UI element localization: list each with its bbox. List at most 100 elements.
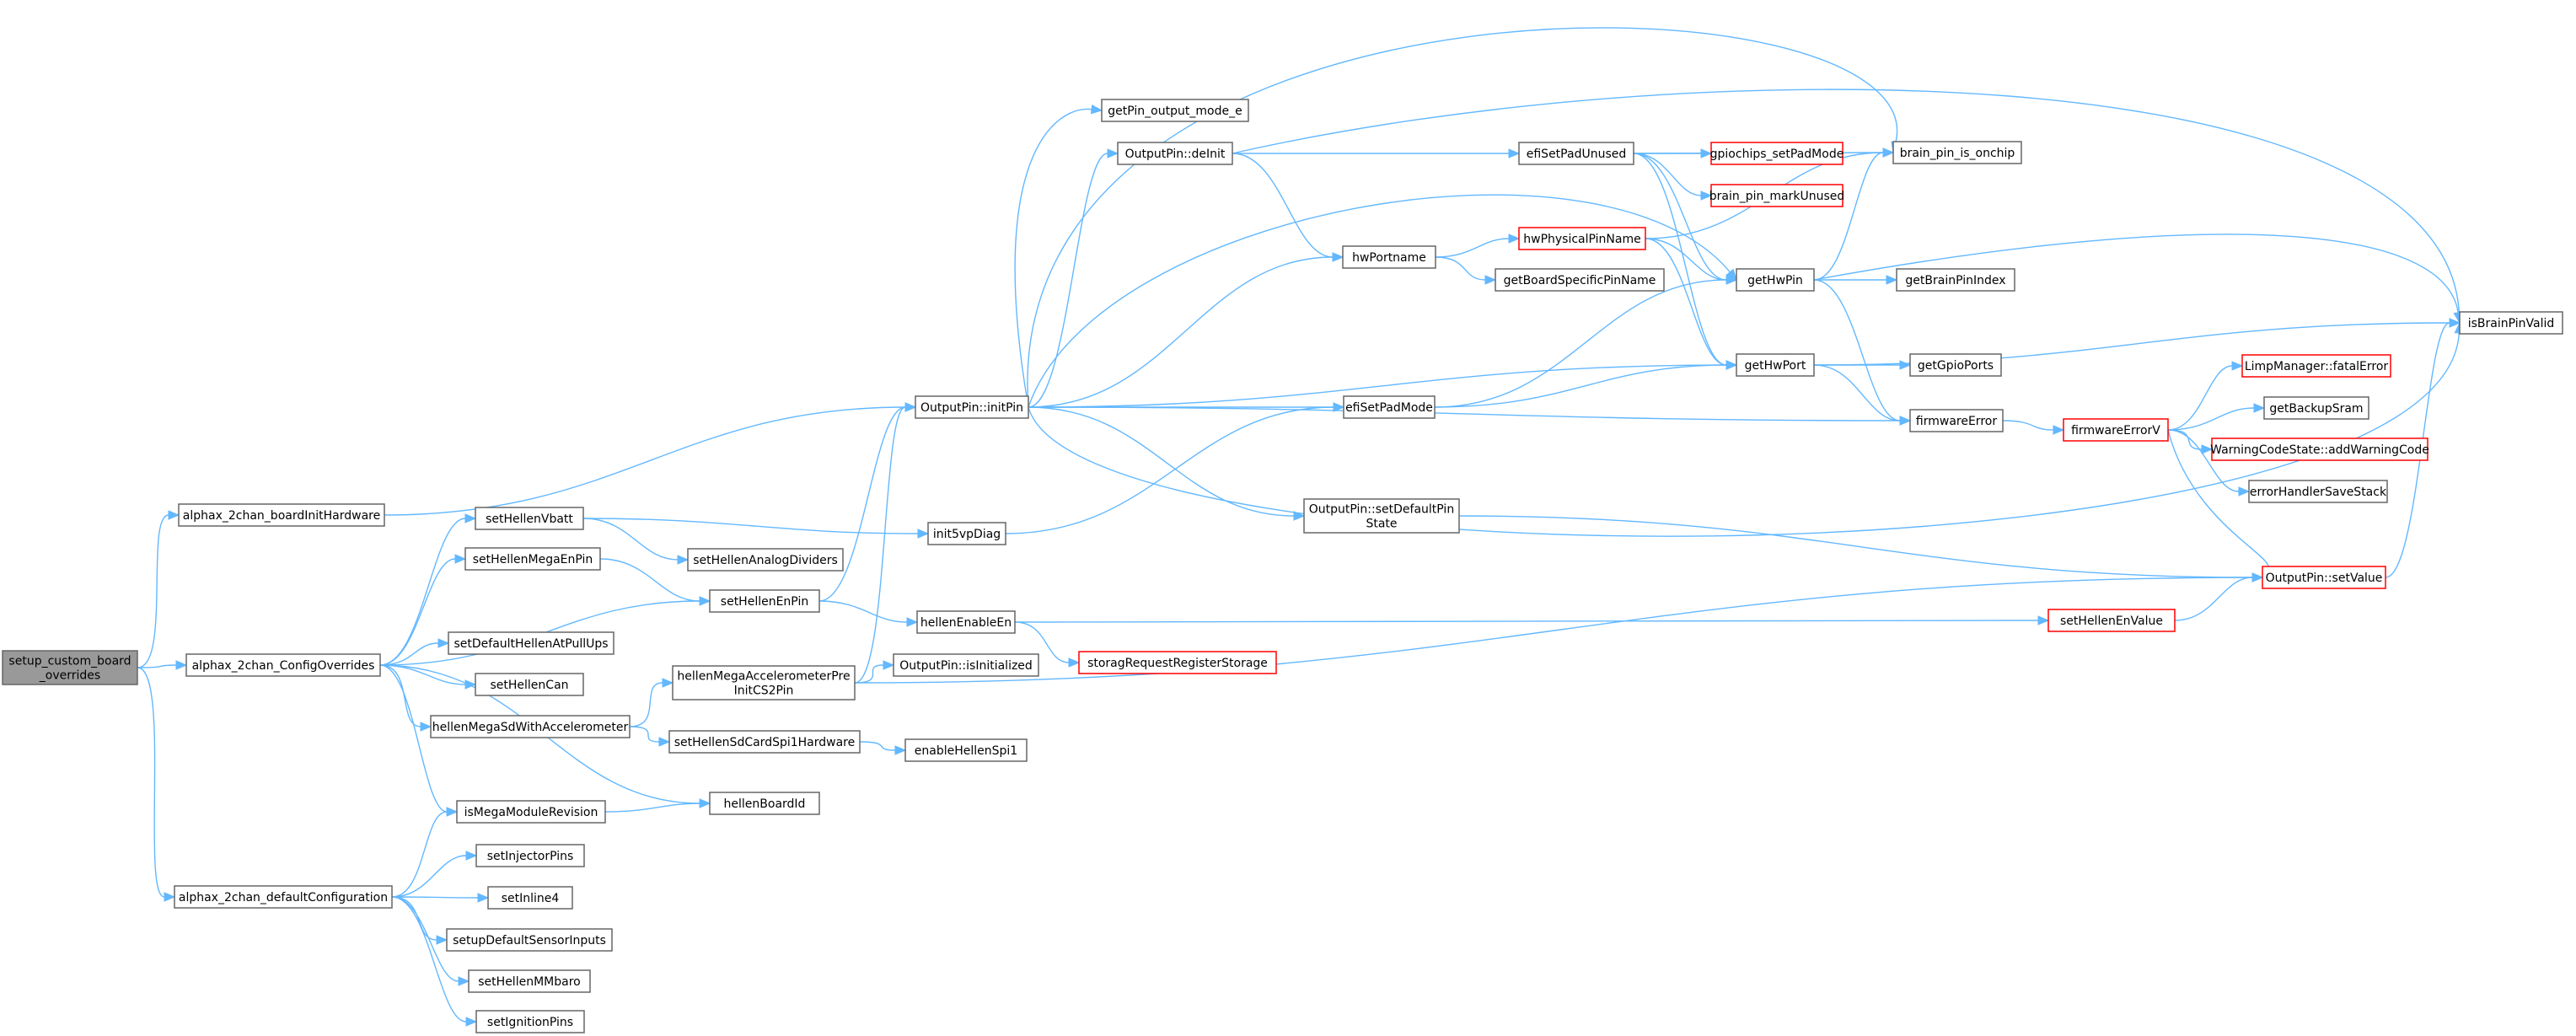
edge-initPin-to-firmwareError <box>1028 406 1912 426</box>
node-setInjectorPins[interactable]: setInjectorPins <box>475 844 585 867</box>
edge-line <box>859 741 896 751</box>
edge-line <box>1813 279 1901 421</box>
edge-firmwareErrorV-to-fatalError <box>2167 361 2244 431</box>
edge-setHellenVbatt-to-init5vpDiag <box>582 518 930 539</box>
node-firmwareErrorV[interactable]: firmwareErrorV <box>2063 418 2169 442</box>
node-enableHellenSpi1[interactable]: enableHellenSpi1 <box>904 738 1028 762</box>
node-firmwareError[interactable]: firmwareError <box>1909 409 2004 432</box>
node-setIgnitionPins[interactable]: setIgnitionPins <box>475 1010 585 1033</box>
node-efiSetPadUnused[interactable]: efiSetPadUnused <box>1518 142 1634 165</box>
edge-configOverrides-to-setHellenCan <box>379 664 477 690</box>
node-getPinOutputMode[interactable]: getPin_output_mode_e <box>1101 99 1249 122</box>
edge-line <box>2167 429 2269 570</box>
node-box <box>1896 268 2015 292</box>
edge-line <box>2167 429 2203 450</box>
node-hwPortname[interactable]: hwPortname <box>1342 245 1436 269</box>
node-setupDefaultSensorInputs[interactable]: setupDefaultSensorInputs <box>446 928 613 952</box>
node-setHellenSdCardSpi1[interactable]: setHellenSdCardSpi1Hardware <box>668 730 861 754</box>
node-setValue[interactable]: OutputPin::setValue <box>2262 566 2386 589</box>
edge-line <box>1028 256 1334 408</box>
edge-setHellenEnPin-to-hellenEnableEn <box>818 600 919 627</box>
node-setHellenCan[interactable]: setHellenCan <box>475 673 584 696</box>
edge-line <box>1633 153 1727 366</box>
node-hellenBoardId[interactable]: hellenBoardId <box>709 792 820 815</box>
node-isInitialized[interactable]: OutputPin::isInitialized <box>893 653 1039 677</box>
edge-arrowhead <box>2253 403 2266 413</box>
node-box <box>904 738 1028 762</box>
node-brainPinMarkUnused[interactable]: brain_pin_markUnused <box>1709 184 1845 207</box>
edge-line <box>582 518 919 534</box>
node-getBackupSram[interactable]: getBackupSram <box>2263 396 2369 420</box>
edge-defaultConfig-to-setInjectorPins <box>391 851 478 898</box>
node-box <box>2211 437 2428 461</box>
node-box <box>448 631 614 655</box>
node-setHellenMMbaro[interactable]: setHellenMMbaro <box>468 969 591 993</box>
edge-line <box>2174 577 2253 621</box>
node-configOverrides[interactable]: alphax_2chan_ConfigOverrides <box>185 653 381 677</box>
node-label: setHellenEnValue <box>2060 615 2163 628</box>
node-box <box>1343 395 1436 419</box>
node-brainPinIsOnchip[interactable]: brain_pin_is_onchip <box>1892 141 2022 164</box>
edge-line <box>1434 364 1727 408</box>
edge-configOverrides-to-setHellenMegaEnPin <box>379 554 467 666</box>
node-setHellenMegaEnPin[interactable]: setHellenMegaEnPin <box>464 547 601 571</box>
node-setHellenEnPin[interactable]: setHellenEnPin <box>709 589 820 613</box>
node-errorHandlerSaveStack[interactable]: errorHandlerSaveStack <box>2248 480 2388 503</box>
node-boardInit[interactable]: alphax_2chan_boardInitHardware <box>178 503 385 527</box>
node-gpiochipsSetPadMode[interactable]: gpiochips_setPadMode <box>1710 142 1844 165</box>
node-fatalError[interactable]: LimpManager::fatalError <box>2241 354 2391 378</box>
node-label: setHellenEnPin <box>721 595 808 609</box>
node-getGpioPorts[interactable]: getGpioPorts <box>1909 353 2002 377</box>
node-box <box>1078 651 1277 674</box>
node-box <box>2248 480 2388 503</box>
edge-line <box>854 664 884 684</box>
node-getBrainPinIndex[interactable]: getBrainPinIndex <box>1896 268 2015 292</box>
edge-arrowhead <box>906 617 919 627</box>
node-root[interactable]: setup_custom_board_overrides <box>2 650 138 685</box>
node-getHwPort[interactable]: getHwPort <box>1736 353 1815 377</box>
node-box <box>1909 353 2002 377</box>
node-label: setHellenAnalogDividers <box>693 554 838 567</box>
node-label: setIgnitionPins <box>487 1016 573 1029</box>
node-hellenEnableEn[interactable]: hellenEnableEn <box>916 610 1016 634</box>
node-setHellenVbatt[interactable]: setHellenVbatt <box>475 507 584 530</box>
node-box <box>475 507 584 530</box>
node-addWarningCode[interactable]: WarningCodeState::addWarningCode <box>2210 437 2429 461</box>
node-efiSetPadMode[interactable]: efiSetPadMode <box>1343 395 1436 419</box>
node-box <box>2241 354 2391 378</box>
node-initPin[interactable]: OutputPin::initPin <box>915 395 1029 419</box>
edge-line <box>1435 238 1510 258</box>
node-setHellenEnValue[interactable]: setHellenEnValue <box>2047 609 2176 632</box>
node-storageRequest[interactable]: storagRequestRegisterStorage <box>1078 651 1277 674</box>
node-label: errorHandlerSaveStack <box>2250 486 2387 499</box>
edge-line <box>379 664 421 727</box>
node-getBoardSpecificPinName[interactable]: getBoardSpecificPinName <box>1495 268 1665 292</box>
edge-arrowhead <box>1068 658 1081 668</box>
edge-root-to-configOverrides <box>137 660 188 670</box>
edge-setDefaultPinState-to-setValue <box>1458 515 2264 582</box>
edge-initPin-to-setDefaultPinState <box>1028 406 1306 521</box>
node-hellenMegaSd[interactable]: hellenMegaSdWithAccelerometer <box>430 715 631 738</box>
node-getHwPin[interactable]: getHwPin <box>1736 268 1815 292</box>
node-setInline4[interactable]: setInline4 <box>487 886 573 910</box>
node-hwPhysicalPinName[interactable]: hwPhysicalPinName <box>1518 227 1646 250</box>
node-init5vpDiag[interactable]: init5vpDiag <box>927 522 1006 545</box>
edge-getHwPin-to-brainPinIsOnchip <box>1813 148 1895 281</box>
edge-initPin-to-getPinOutputMode <box>1014 104 1103 408</box>
edge-line <box>2002 420 2054 431</box>
edge-arrowhead <box>168 510 180 520</box>
node-label: efiSetPadUnused <box>1527 148 1627 161</box>
edge-efiSetPadMode-to-getHwPin <box>1434 275 1738 408</box>
edge-firmwareErrorV-to-getBackupSram <box>2167 403 2266 431</box>
node-deInit[interactable]: OutputPin::deInit <box>1117 142 1233 165</box>
node-setHellenAnalogDividers[interactable]: setHellenAnalogDividers <box>687 548 844 572</box>
node-defaultConfig[interactable]: alphax_2chan_defaultConfiguration <box>174 885 393 909</box>
node-isBrainPinValid[interactable]: isBrainPinValid <box>2459 311 2563 335</box>
node-setDefaultHellenAtPullUps[interactable]: setDefaultHellenAtPullUps <box>448 631 614 655</box>
edge-getHwPin-to-firmwareError <box>1813 279 1912 426</box>
node-box <box>672 665 856 701</box>
node-isMegaModuleRevision[interactable]: isMegaModuleRevision <box>456 800 606 824</box>
edge-line <box>2167 407 2255 431</box>
